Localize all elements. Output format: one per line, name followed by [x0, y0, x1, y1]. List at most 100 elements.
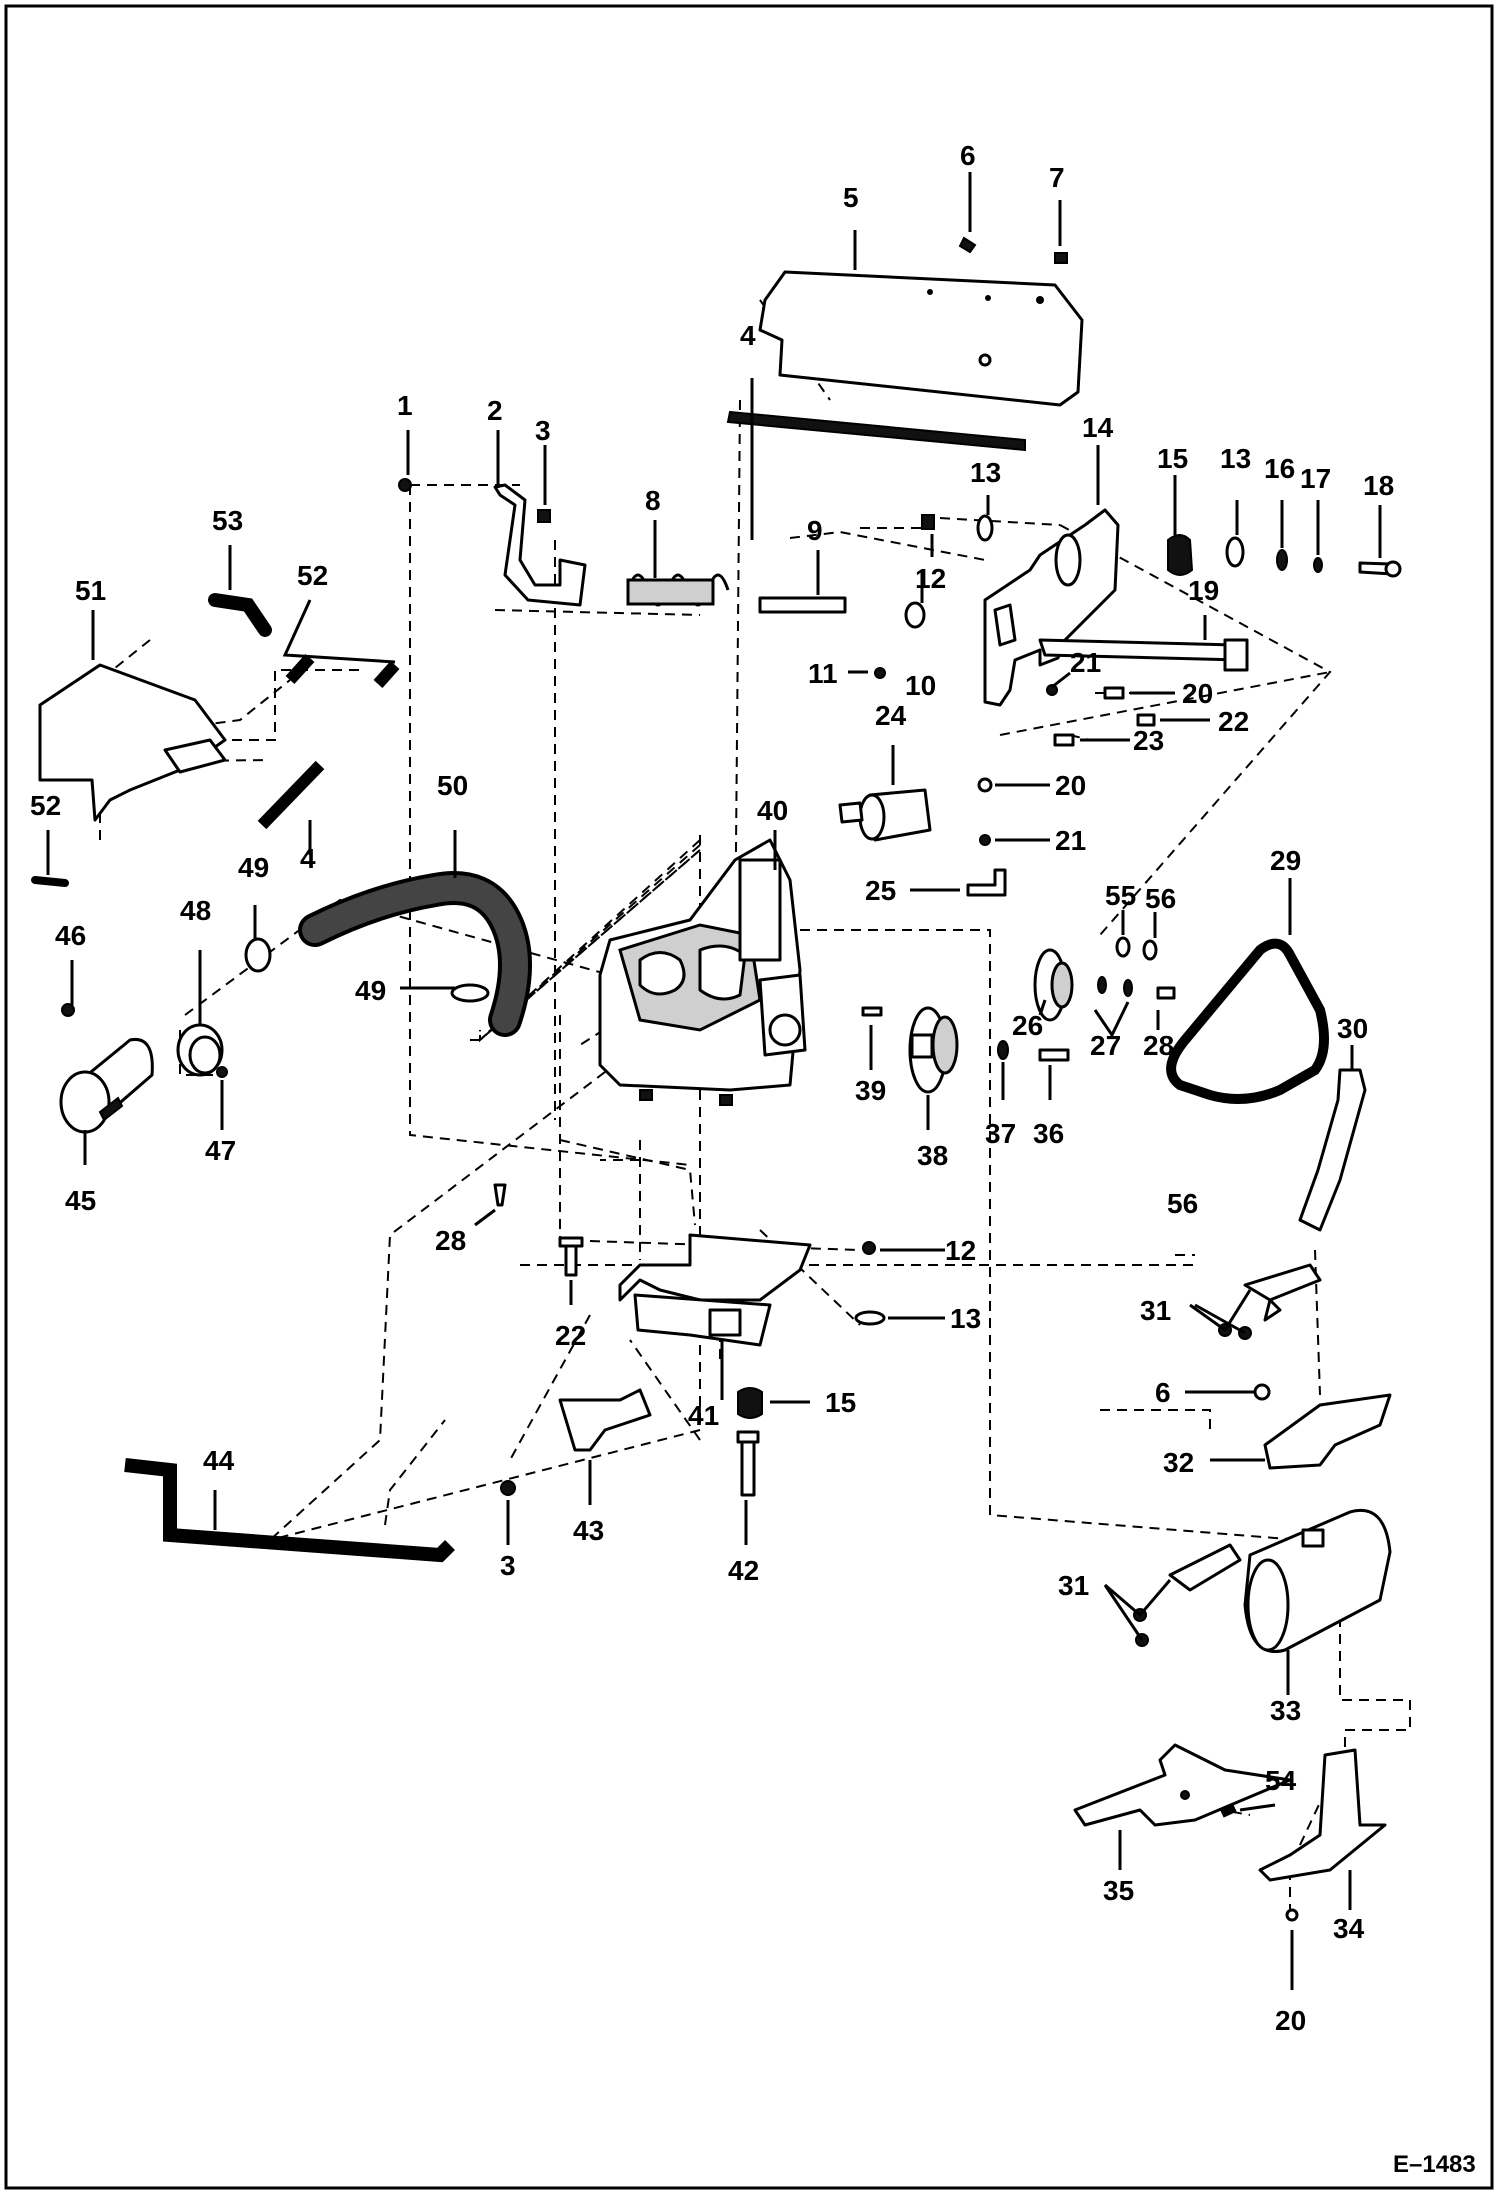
part-washer-55: [1115, 936, 1131, 958]
part-shaft-19: [1038, 638, 1249, 672]
callout-21-b: 21: [1055, 825, 1086, 856]
part-pin-52b: [31, 876, 69, 887]
part-bolt-36: [1038, 1048, 1070, 1062]
part-ring-17: [1313, 557, 1323, 573]
callout-56: 56: [1145, 883, 1176, 914]
callout-48: 48: [180, 895, 211, 926]
callout-55: 55: [1105, 880, 1136, 911]
callout-40: 40: [757, 795, 788, 826]
part-belt-29: [1166, 938, 1329, 1104]
part-bolt-18: [1358, 560, 1402, 578]
callout-3-b: 3: [500, 1550, 516, 1581]
part-seal-54: [1220, 1804, 1237, 1818]
part-pin-21: [1046, 684, 1058, 696]
part-cover-plate-5: [758, 270, 1084, 407]
part-nut-12b: [862, 1241, 876, 1255]
part-rod-44: [124, 1458, 455, 1563]
part-screw-20c: [1285, 1908, 1299, 1922]
part-screw-20b: [977, 777, 993, 793]
part-washer-13c: [854, 1310, 886, 1326]
callout-labels: 1 2 3 4 5 6 7 8 9 10 11 12 13 13 14 15 1…: [30, 140, 1394, 2036]
figure-reference: E–1483: [1393, 2151, 1476, 2178]
part-bracket-14: [983, 508, 1120, 707]
callout-24: 24: [875, 700, 907, 731]
diagram-border: [4, 4, 1494, 2190]
callout-8: 8: [645, 485, 661, 516]
callout-15: 15: [1157, 443, 1188, 474]
callout-10: 10: [905, 670, 936, 701]
callout-14: 14: [1082, 412, 1114, 443]
part-screw-46: [61, 1003, 75, 1017]
callout-35: 35: [1103, 1875, 1134, 1906]
callout-38: 38: [917, 1140, 948, 1171]
part-screw-28b: [493, 1183, 507, 1207]
part-washer-21b: [979, 834, 991, 846]
callout-5: 5: [843, 182, 859, 213]
callout-1: 1: [397, 390, 413, 421]
callout-3: 3: [535, 415, 551, 446]
callout-15-b: 15: [825, 1387, 856, 1418]
part-key-39: [861, 1006, 883, 1017]
part-nut-3: [537, 509, 551, 523]
part-plate-43: [558, 1388, 652, 1452]
callout-4: 4: [740, 320, 756, 351]
callout-18: 18: [1363, 470, 1394, 501]
part-adapter-48: [176, 1023, 224, 1077]
part-starter-24: [838, 788, 932, 842]
callout-28-b: 28: [435, 1225, 466, 1256]
part-bracket-25: [966, 868, 1007, 897]
callout-53: 53: [212, 505, 243, 536]
callout-36: 36: [1033, 1118, 1064, 1149]
part-screw-22b: [558, 1236, 584, 1277]
callout-49: 49: [238, 852, 269, 883]
part-bolt-42: [736, 1430, 760, 1497]
callout-30: 30: [1337, 1013, 1368, 1044]
callout-6: 6: [960, 140, 976, 171]
assembly-lines: [94, 299, 1411, 1920]
part-clip-10: [904, 601, 926, 629]
callout-44: 44: [203, 1445, 235, 1476]
callout-29: 29: [1270, 845, 1301, 876]
part-washer-16: [1276, 549, 1288, 571]
part-tube-30: [1298, 1068, 1367, 1232]
callout-51: 51: [75, 575, 106, 606]
callout-27: 27: [1090, 1030, 1121, 1061]
callout-25: 25: [865, 875, 896, 906]
callout-39: 39: [855, 1075, 886, 1106]
callout-52: 52: [297, 560, 328, 591]
callout-22-b: 22: [555, 1320, 586, 1351]
part-bolt-6: [958, 236, 977, 254]
callout-20-c: 20: [1275, 2005, 1306, 2036]
part-nut-7: [1054, 252, 1068, 264]
callout-43: 43: [573, 1515, 604, 1546]
callout-28: 28: [1143, 1030, 1174, 1061]
callout-2: 2: [487, 395, 503, 426]
part-spring-8: [626, 573, 730, 607]
part-bushing-15b: [737, 1387, 763, 1419]
callout-13-a: 13: [970, 457, 1001, 488]
callout-32: 32: [1163, 1447, 1194, 1478]
callout-33: 33: [1270, 1695, 1301, 1726]
part-screw-23: [1053, 733, 1075, 747]
callout-54: 54: [1265, 1765, 1297, 1796]
part-nut-3b: [500, 1480, 516, 1496]
part-clamp-49: [450, 983, 490, 1003]
callout-31-b: 31: [1058, 1570, 1089, 1601]
callout-17: 17: [1300, 463, 1331, 494]
callout-31: 31: [1140, 1295, 1171, 1326]
part-washer-37: [997, 1040, 1009, 1060]
part-nut-12: [921, 514, 935, 530]
callout-47: 47: [205, 1135, 236, 1166]
callout-11: 11: [808, 658, 838, 689]
callout-50: 50: [437, 770, 468, 801]
callout-34: 34: [1333, 1913, 1365, 1944]
callout-16: 16: [1264, 453, 1295, 484]
callout-52-b: 52: [30, 790, 61, 821]
part-engine-40: [598, 838, 807, 1106]
part-pulley-26: [1033, 948, 1074, 1022]
part-bracket-32: [1263, 1393, 1392, 1470]
part-bracket-2: [493, 483, 587, 607]
callout-23: 23: [1133, 725, 1164, 756]
part-washer-13: [976, 514, 994, 542]
